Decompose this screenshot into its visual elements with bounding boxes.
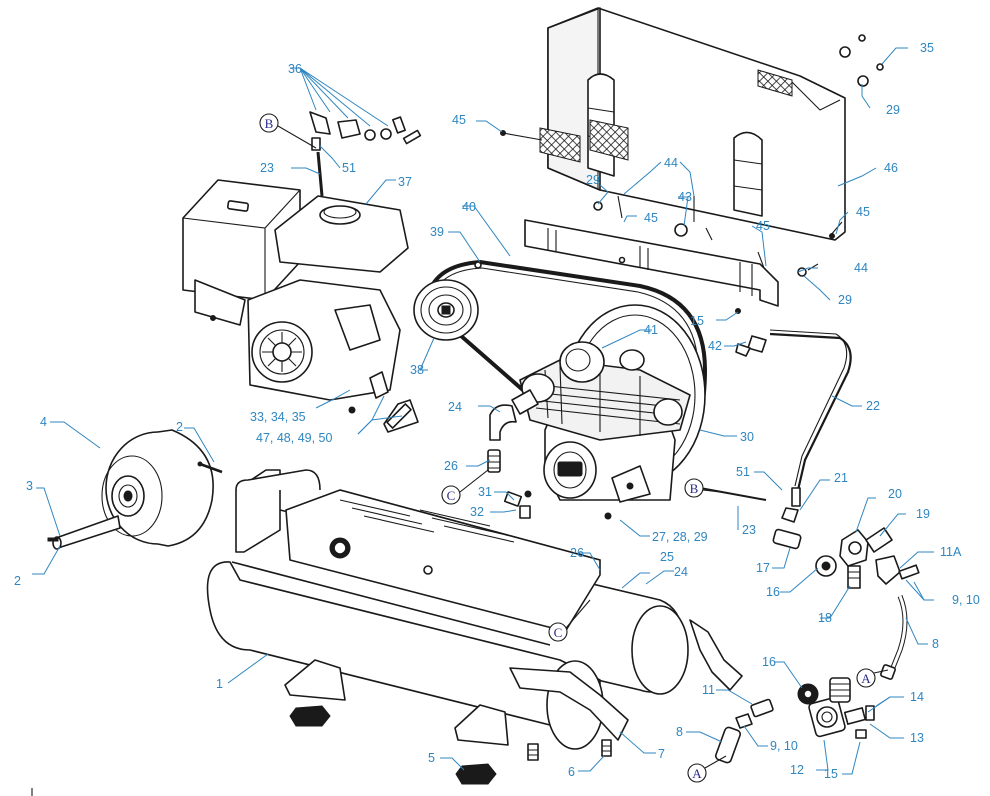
callout-6: 6 [568,765,575,779]
connector-leaders [277,125,889,769]
callout-45: 45 [756,219,770,233]
callout-12: 12 [790,763,804,777]
callout-17: 17 [756,561,770,575]
callout-3: 3 [26,479,33,493]
connector-letter: C [447,488,456,503]
callout-22: 22 [866,399,880,413]
callout-38: 38 [410,363,424,377]
drain-valve [601,739,612,757]
compressor-pump [519,341,691,520]
callout-45: 45 [452,113,466,127]
callout-29: 29 [838,293,852,307]
callout-7: 7 [658,747,665,761]
callout-35: 35 [920,41,934,55]
connector-letter: B [690,481,699,496]
callout-40: 40 [462,200,476,214]
callout-25: 25 [660,550,674,564]
callout-45: 45 [644,211,658,225]
callout-23: 23 [742,523,756,537]
gas-engine [182,179,419,433]
callout-31: 31 [478,485,492,499]
connector-c-lower: C [548,622,568,642]
callout-30: 30 [740,430,754,444]
callout-13: 13 [910,731,924,745]
callout-2: 2 [14,574,21,588]
air-hose [880,595,908,680]
callout-16: 16 [762,655,776,669]
callout-11a: 11A [940,545,962,559]
connector-a-bottom: A [687,763,707,783]
air-tank-front [206,469,743,761]
engine-pulley [413,279,479,341]
callout-45: 45 [856,205,870,219]
callout-43: 43 [678,190,692,204]
callout-15: 15 [690,314,704,328]
callout-21: 21 [834,471,848,485]
check-valve-fittings [699,335,802,550]
callout-16: 16 [766,585,780,599]
connector-b-upper: B [259,113,279,133]
callout-15: 15 [824,767,838,781]
callout-19: 19 [916,507,930,521]
callout-5: 5 [428,751,435,765]
callout-27-28-29: 27, 28, 29 [652,530,708,544]
connector-a-right: A [856,668,876,688]
callout-8: 8 [932,637,939,651]
callout-42: 42 [708,339,722,353]
axle [47,515,121,550]
callout-44: 44 [854,261,868,275]
rubber-feet [289,705,497,785]
regulator-assembly [714,677,875,764]
callout-29: 29 [886,103,900,117]
callout-33-34-35: 33, 34, 35 [250,410,306,424]
callout-37: 37 [398,175,412,189]
callout-14: 14 [910,690,924,704]
callout-1: 1 [216,677,223,691]
pump-discharge-fittings [487,389,539,519]
callout-39: 39 [430,225,444,239]
callout-36: 36 [288,62,302,76]
callout-11: 11 [702,683,715,697]
callout-32: 32 [470,505,484,519]
connector-letter: B [265,116,274,131]
callout-leaders [32,47,934,775]
connector-letter: C [554,625,563,640]
callout-41: 41 [644,323,658,337]
callout-20: 20 [888,487,902,501]
callout-29: 29 [586,173,600,187]
tank-mounted-plate [285,489,601,641]
connector-letter: A [861,671,871,686]
callout-47-48-49-50: 47, 48, 49, 50 [256,431,333,445]
callout-9-10: 9, 10 [952,593,980,607]
callout-2: 2 [176,420,183,434]
guard-bracket [524,195,819,314]
callout-51: 51 [342,161,356,175]
callout-9-10: 9, 10 [770,739,798,753]
callout-23: 23 [260,161,274,175]
callout-18: 18 [818,611,832,625]
connector-b-lower: B [684,478,704,498]
callout-44: 44 [664,156,678,170]
connector-c-upper: C [441,485,461,505]
belt-guard [539,7,846,241]
callout-46: 46 [884,161,898,175]
discharge-tube [769,329,852,491]
connector-letter: A [692,766,702,781]
callout-numbers: 1 2 2 3 4 5 6 7 8 8 9, 10 9, 10 11 11A 1… [14,41,980,781]
pressure-switch-manifold [839,527,920,589]
wheel [101,429,214,547]
callout-24: 24 [448,400,462,414]
callout-51: 51 [736,465,750,479]
callout-26: 26 [444,459,458,473]
callout-8: 8 [676,725,683,739]
callout-24: 24 [674,565,688,579]
gauge-16-upper [815,555,837,577]
callout-4: 4 [40,415,47,429]
cotter-pin [197,461,223,474]
callout-26: 26 [570,546,584,560]
